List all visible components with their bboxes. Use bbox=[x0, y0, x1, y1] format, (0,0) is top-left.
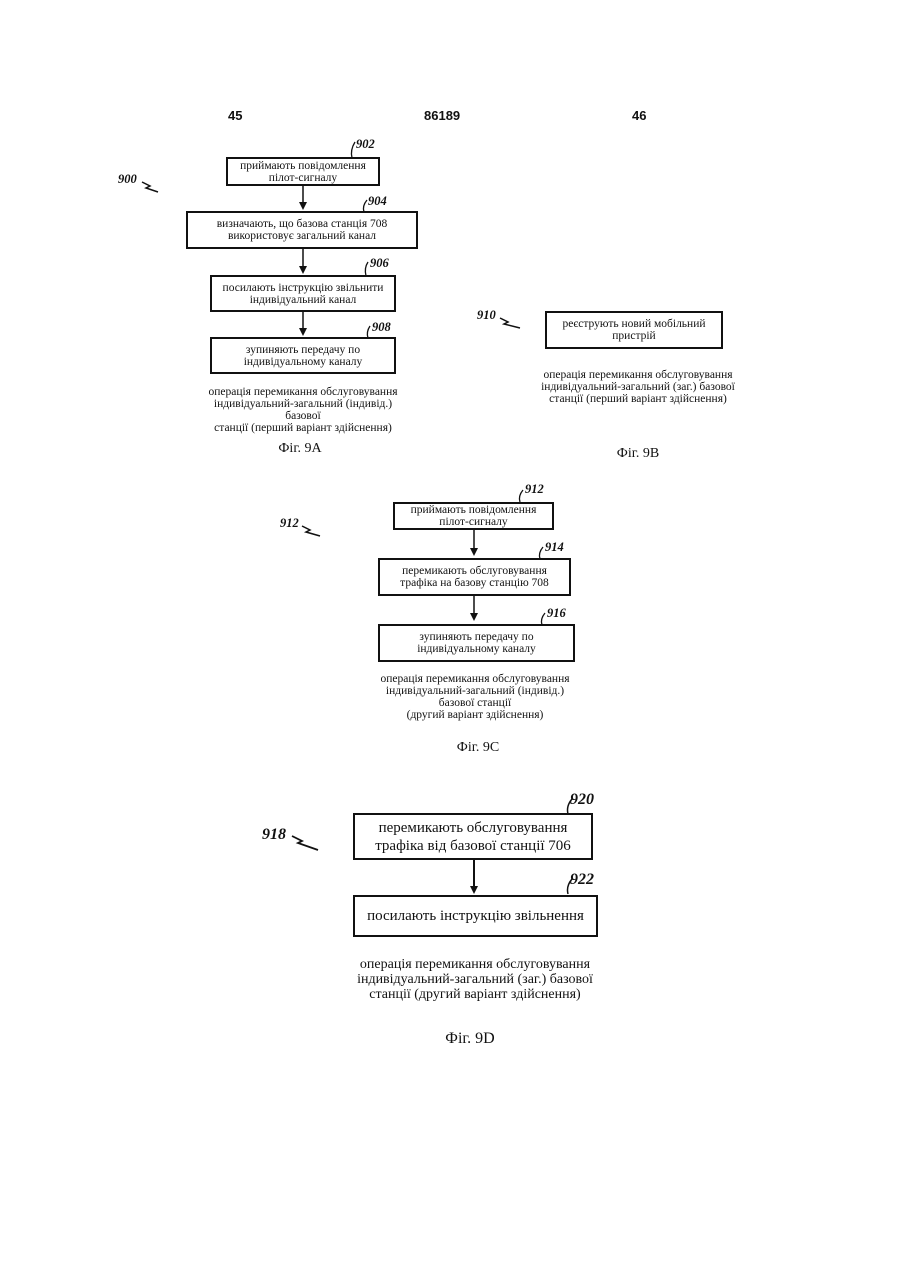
step-912-box: приймають повідомлення пілот-сигналу bbox=[393, 502, 554, 530]
fig9c-label: Фіг. 9С bbox=[428, 740, 528, 756]
step-910-box: реєструють новий мобільний пристрій bbox=[545, 311, 723, 349]
fig9d-caption: операція перемикання обслуговування інди… bbox=[330, 957, 620, 1002]
step-902-box: приймають повідомлення пілот-сигналу bbox=[226, 157, 380, 186]
ref-912-group: 912 bbox=[280, 516, 299, 531]
ref-918: 918 bbox=[262, 826, 286, 844]
step-914-box: перемикають обслуговування трафіка на ба… bbox=[378, 558, 571, 596]
ref-922: 922 bbox=[570, 871, 594, 889]
step-922-box: посилають інструкцію звільнення bbox=[353, 895, 598, 937]
ref-914: 914 bbox=[545, 540, 564, 555]
leader-900 bbox=[142, 182, 158, 192]
ref-900: 900 bbox=[118, 172, 137, 187]
leader-912-group bbox=[302, 526, 320, 536]
leader-906 bbox=[365, 262, 368, 276]
leader-910 bbox=[500, 318, 520, 328]
fig9b-caption: операція перемикання обслуговування інди… bbox=[520, 369, 756, 405]
ref-912: 912 bbox=[525, 482, 544, 497]
leader-902 bbox=[351, 142, 355, 158]
step-916-box: зупиняють передачу по індивідуальному ка… bbox=[378, 624, 575, 662]
ref-906: 906 bbox=[370, 256, 389, 271]
step-908-box: зупиняють передачу по індивідуальному ка… bbox=[210, 337, 396, 374]
fig9d-label: Фіг. 9D bbox=[420, 1030, 520, 1048]
fig9b-label: Фіг. 9В bbox=[588, 446, 688, 462]
step-920-box: перемикають обслуговування трафіка від б… bbox=[353, 813, 593, 860]
ref-910: 910 bbox=[477, 308, 496, 323]
fig9a-caption: операція перемикання обслуговування інди… bbox=[195, 386, 411, 434]
step-904-box: визначають, що базова станція 708 викори… bbox=[186, 211, 418, 249]
ref-916: 916 bbox=[547, 606, 566, 621]
fig9c-caption: операція перемикання обслуговування інди… bbox=[360, 673, 590, 721]
fig9a-label: Фіг. 9А bbox=[250, 441, 350, 457]
step-906-box: посилають інструкцію звільнити індивідуа… bbox=[210, 275, 396, 312]
ref-904: 904 bbox=[368, 194, 387, 209]
leader-912 bbox=[519, 490, 523, 502]
leader-918 bbox=[292, 836, 318, 850]
ref-908: 908 bbox=[372, 320, 391, 335]
ref-902: 902 bbox=[356, 137, 375, 152]
ref-920: 920 bbox=[570, 791, 594, 809]
